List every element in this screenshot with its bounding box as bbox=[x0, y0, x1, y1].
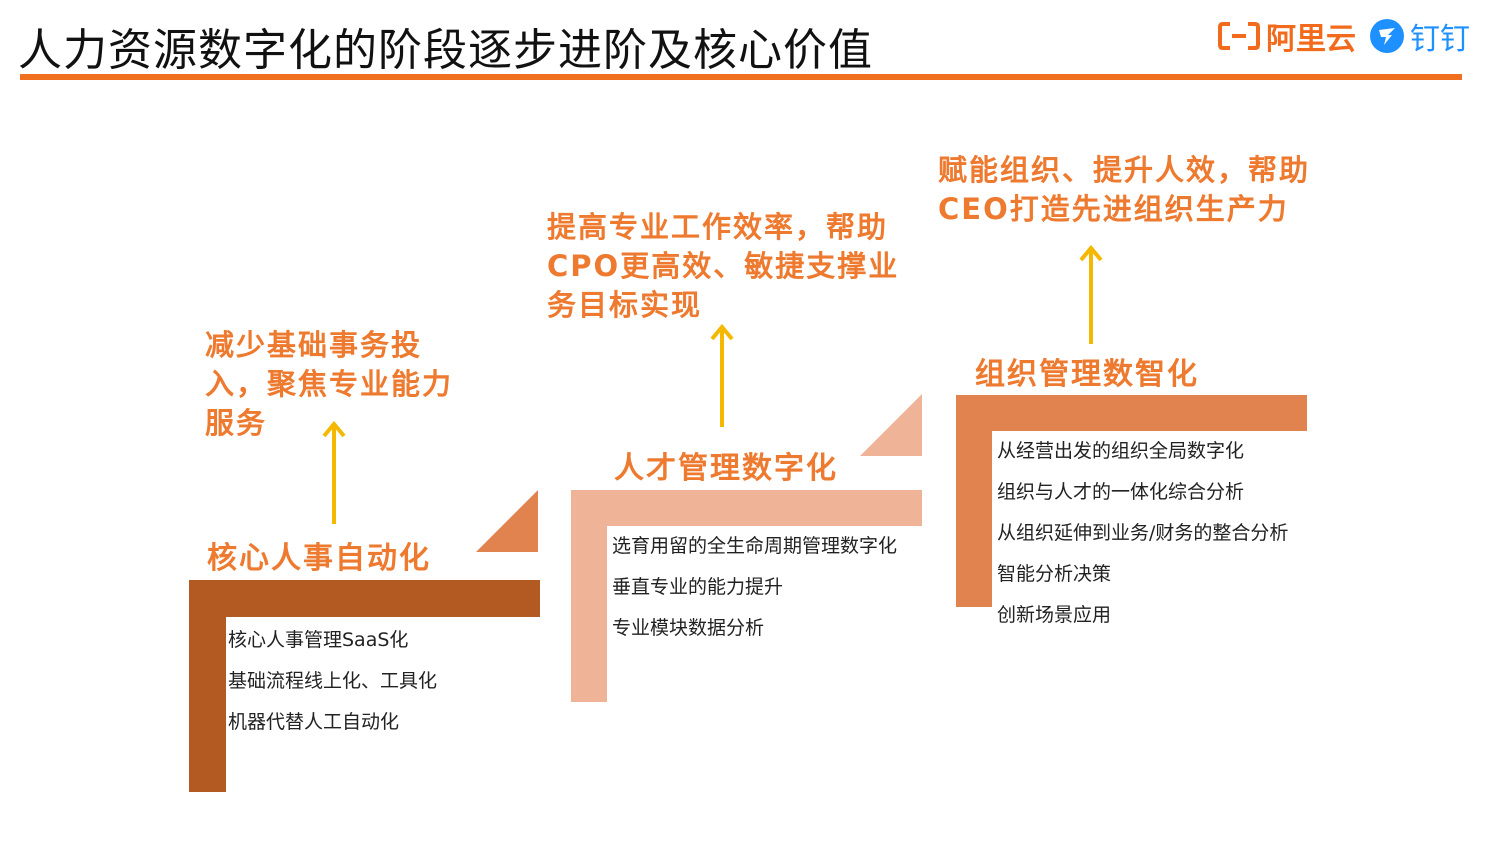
stage-3-goal: 赋能组织、提升人效，帮助CEO打造先进组织生产力 bbox=[938, 153, 1311, 226]
stage-3-arrow bbox=[1079, 244, 1103, 344]
stage-1-arrow bbox=[322, 420, 346, 524]
stage-1-bar-side bbox=[189, 580, 226, 792]
stage-1-title: 核心人事自动化 bbox=[207, 541, 431, 576]
aliyun-text: 阿里云 bbox=[1266, 22, 1356, 57]
list-item: 选育用留的全生命周期管理数字化 bbox=[612, 535, 898, 557]
list-item: 智能分析决策 bbox=[997, 563, 1112, 585]
stage-1-bar-top bbox=[189, 580, 540, 617]
list-item: 专业模块数据分析 bbox=[612, 617, 765, 639]
dingtalk-text: 钉钉 bbox=[1410, 22, 1470, 57]
stage-3-title: 组织管理数智化 bbox=[975, 357, 1199, 392]
stage-2-goal: 提高专业工作效率，帮助CPO更高效、敏捷支撑业务目标实现 bbox=[547, 210, 900, 322]
stage-2-title: 人才管理数字化 bbox=[614, 451, 838, 486]
brand-logos: 阿里云 钉钉 bbox=[1218, 14, 1470, 58]
list-item: 机器代替人工自动化 bbox=[228, 711, 400, 733]
page-title: 人力资源数字化的阶段逐步进阶及核心价值 bbox=[18, 25, 873, 76]
stage-2-bar-side bbox=[571, 490, 607, 702]
stage-1-corner-triangle bbox=[476, 490, 538, 552]
stage-2-items: 选育用留的全生命周期管理数字化 垂直专业的能力提升 专业模块数据分析 bbox=[612, 526, 897, 649]
stage-3-items: 从经营出发的组织全局数字化 组织与人才的一体化综合分析 从组织延伸到业务/财务的… bbox=[997, 431, 1288, 636]
aliyun-icon bbox=[1218, 22, 1260, 50]
stage-3-bar-side bbox=[956, 395, 992, 607]
title-underline bbox=[20, 74, 1462, 80]
list-item: 基础流程线上化、工具化 bbox=[228, 670, 438, 692]
list-item: 从经营出发的组织全局数字化 bbox=[997, 440, 1245, 462]
stage-3-bar-top bbox=[956, 395, 1307, 431]
stage-1-items: 核心人事管理SaaS化 基础流程线上化、工具化 机器代替人工自动化 bbox=[228, 620, 437, 743]
list-item: 从组织延伸到业务/财务的整合分析 bbox=[997, 522, 1289, 544]
list-item: 创新场景应用 bbox=[997, 604, 1112, 626]
dingtalk-logo: 钉钉 bbox=[1370, 14, 1470, 58]
list-item: 组织与人才的一体化综合分析 bbox=[997, 481, 1245, 503]
aliyun-logo: 阿里云 bbox=[1218, 14, 1356, 58]
list-item: 垂直专业的能力提升 bbox=[612, 576, 784, 598]
stage-2-corner-triangle bbox=[860, 394, 922, 456]
stage-1-goal: 减少基础事务投入，聚焦专业能力服务 bbox=[205, 328, 454, 440]
stage-2-arrow bbox=[710, 323, 734, 427]
dingtalk-icon bbox=[1370, 19, 1404, 53]
stage-2-bar-top bbox=[571, 490, 922, 526]
list-item: 核心人事管理SaaS化 bbox=[228, 629, 409, 651]
